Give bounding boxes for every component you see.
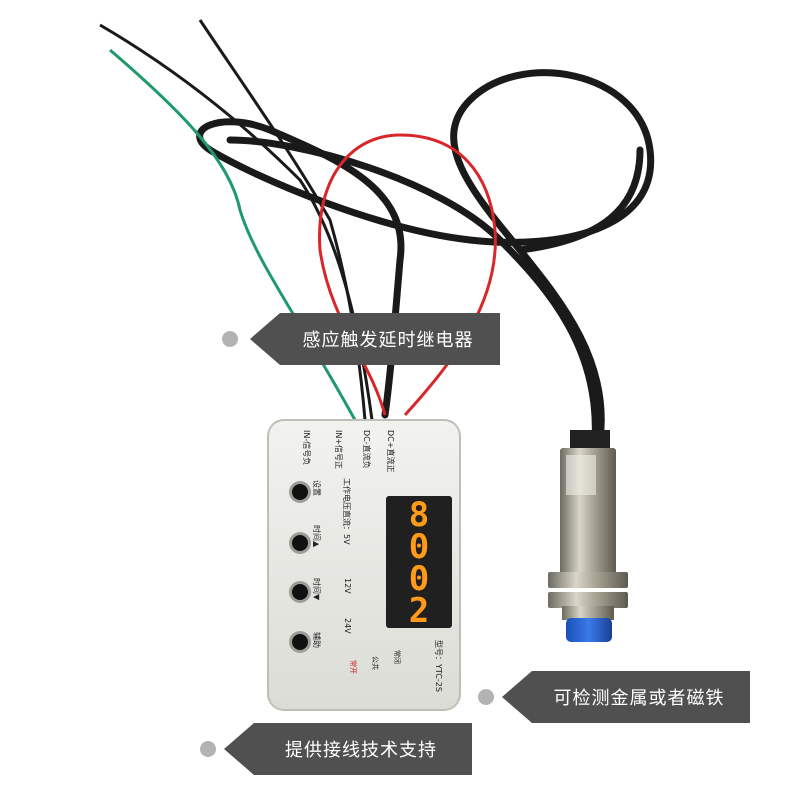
callout-tag: 提供接线技术支持 xyxy=(224,723,472,775)
callout-top: 感应触发延时继电器 xyxy=(222,313,500,365)
set-button-label: 设置 xyxy=(312,480,321,496)
in-plus-label: IN+信号正 xyxy=(334,430,343,470)
callout-dot xyxy=(222,331,238,347)
set-button[interactable] xyxy=(292,484,308,500)
callout-dot xyxy=(478,689,494,705)
voltage-24v-label: 24V xyxy=(343,618,352,634)
callout-text: 感应触发延时继电器 xyxy=(302,330,474,351)
voltage-12v-label: 12V xyxy=(343,578,352,594)
digit-4: 2 xyxy=(408,591,430,631)
callout-tag: 可检测金属或者磁铁 xyxy=(502,671,750,723)
sensor-cable xyxy=(196,69,655,444)
digit-1: 8 xyxy=(408,495,430,535)
proximity-sensor xyxy=(548,430,628,642)
time-up-button-label: 时间▲ xyxy=(312,525,321,548)
callout-dot xyxy=(200,741,216,757)
callout-middle: 可检测金属或者磁铁 xyxy=(478,671,750,723)
time-down-button[interactable] xyxy=(292,584,308,600)
contact-no-label: 常开 xyxy=(349,660,357,674)
callout-tag: 感应触发延时继电器 xyxy=(250,313,500,365)
time-up-button[interactable] xyxy=(292,535,308,551)
dc-plus-label: DC+直流正 xyxy=(386,430,395,473)
aux-button-label: 辅助 xyxy=(312,632,321,648)
callout-text: 提供接线技术支持 xyxy=(285,740,437,761)
led-display xyxy=(386,496,452,628)
time-down-button-label: 时间▼ xyxy=(312,578,321,601)
work-voltage-label: 工作电压直流：5V xyxy=(342,478,351,545)
dc-minus-label: DC-直流负 xyxy=(362,430,371,469)
relay-module xyxy=(267,419,461,711)
digit-3: 0 xyxy=(408,559,430,599)
in-minus-label: IN-信号负 xyxy=(302,430,311,466)
contact-com-label: 公共 xyxy=(371,656,379,670)
callout-text: 可检测金属或者磁铁 xyxy=(553,688,725,709)
callout-bottom: 提供接线技术支持 xyxy=(200,723,472,775)
red-wire xyxy=(318,133,497,417)
aux-button[interactable] xyxy=(292,634,308,650)
digit-2: 0 xyxy=(408,527,430,567)
contact-nc-label: 常闭 xyxy=(393,650,401,664)
model-label: 型号：YTC-2S xyxy=(434,640,443,692)
